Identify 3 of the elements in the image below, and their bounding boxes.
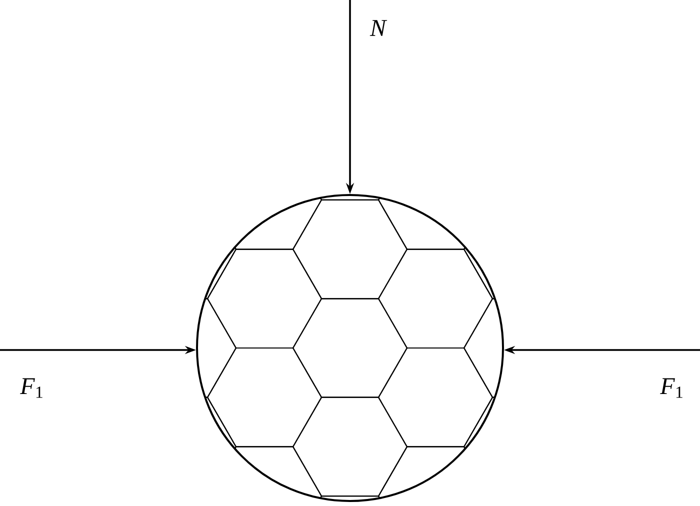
force-label: N: [370, 20, 388, 36]
force-label: F$_{1}$: [660, 378, 682, 398]
force-label: F$_{1}$: [20, 378, 42, 398]
